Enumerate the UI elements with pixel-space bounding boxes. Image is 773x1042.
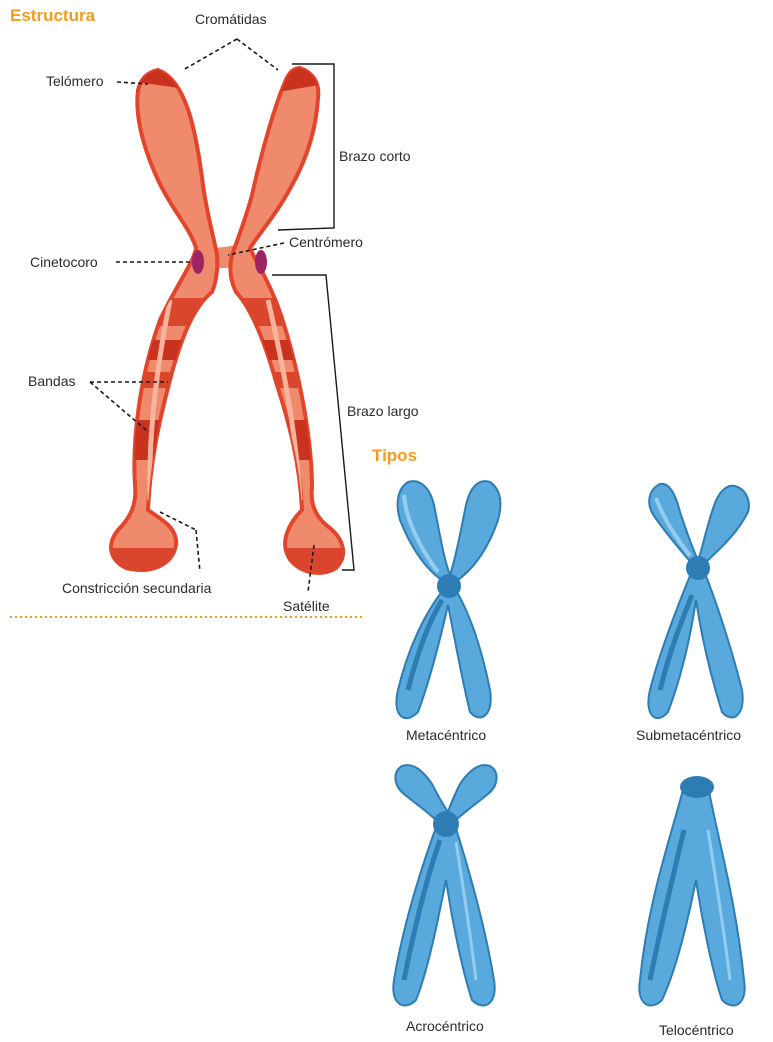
acrocentric-chromosome bbox=[393, 765, 496, 1005]
metacentric-chromosome bbox=[396, 481, 500, 718]
kinetochore-right bbox=[255, 250, 267, 274]
label-metacentrico: Metacéntrico bbox=[406, 727, 486, 743]
kinetochore-left bbox=[192, 250, 204, 274]
label-submetacentrico: Submetacéntrico bbox=[636, 727, 741, 743]
label-constriccion: Constricción secundaria bbox=[62, 580, 211, 596]
label-brazo-corto: Brazo corto bbox=[339, 148, 411, 164]
label-satelite: Satélite bbox=[283, 598, 330, 614]
label-cromatidas: Cromátidas bbox=[195, 11, 267, 27]
label-cinetocoro: Cinetocoro bbox=[30, 254, 98, 270]
left-chromatid bbox=[100, 52, 241, 574]
submetacentric-chromosome bbox=[648, 484, 748, 718]
right-chromatid bbox=[223, 47, 370, 574]
label-telocentrico: Telocéntrico bbox=[659, 1022, 734, 1038]
telocentric-chromosome bbox=[639, 776, 744, 1006]
structure-heading: Estructura bbox=[10, 6, 95, 26]
types-heading: Tipos bbox=[372, 446, 417, 466]
label-brazo-largo: Brazo largo bbox=[347, 403, 419, 419]
label-telomero: Telómero bbox=[46, 73, 104, 89]
label-bandas: Bandas bbox=[28, 373, 75, 389]
label-acrocentrico: Acrocéntrico bbox=[406, 1018, 484, 1034]
label-centromero: Centrómero bbox=[289, 234, 363, 250]
